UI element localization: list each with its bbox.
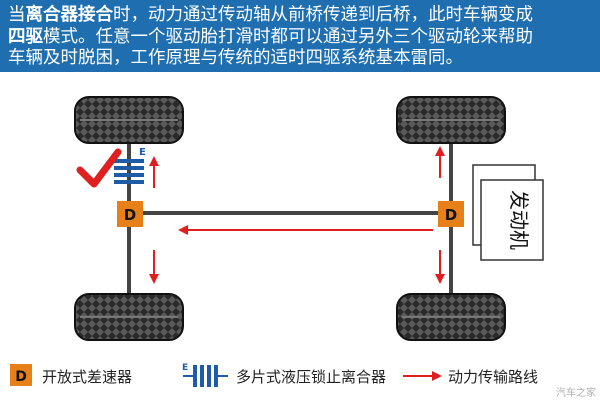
engine-label: 发动机 (507, 190, 531, 250)
legend: D E 开放式差速器 多片式液压锁止离合器 动力传输路线 汽车之家 (0, 348, 600, 401)
front-diff-label: D (124, 206, 136, 224)
watermark: 汽车之家 (556, 388, 596, 399)
clutch-e-label: E (139, 147, 146, 158)
header-line-3: 车辆及时脱困，工作原理与传统的适时四驱系统基本雷同。 (8, 48, 463, 68)
svg-text:D: D (15, 369, 27, 385)
legend-diff-icon: D (10, 364, 32, 386)
legend-clutch-text: 多片式液压锁止离合器 (236, 368, 387, 386)
checkmark-icon (76, 148, 122, 188)
legend-clutch-icon: E (182, 363, 228, 387)
rear-diff-label: D (445, 206, 457, 224)
rear-differential: D (438, 201, 464, 227)
tyre-front-bottom (74, 293, 184, 341)
legend-arrow-text: 动力传输路线 (448, 368, 539, 386)
header-line-1: 当离合器接合时，动力通过传动轴从前桥传递到后桥，此时车辆变成 (8, 5, 533, 25)
engine-block: 发动机 (472, 164, 544, 261)
clutch-symbol: E (114, 147, 146, 184)
svg-text:E: E (182, 363, 188, 373)
header-banner: 当离合器接合时，动力通过传动轴从前桥传递到后桥，此时车辆变成 四驱模式。任意一个… (0, 0, 600, 72)
legend-diff-text: 开放式差速器 (42, 368, 133, 386)
tyre-rear-top (396, 96, 506, 144)
header-line-2: 四驱模式。任意一个驱动胎打滑时都可以通过另外三个驱动轮来帮助 (8, 26, 533, 47)
drivetrain-diagram: E D D 发动机 (74, 96, 544, 341)
front-differential: D (117, 201, 143, 227)
tyre-rear-bottom (396, 293, 506, 341)
tyre-front-top (74, 96, 184, 144)
